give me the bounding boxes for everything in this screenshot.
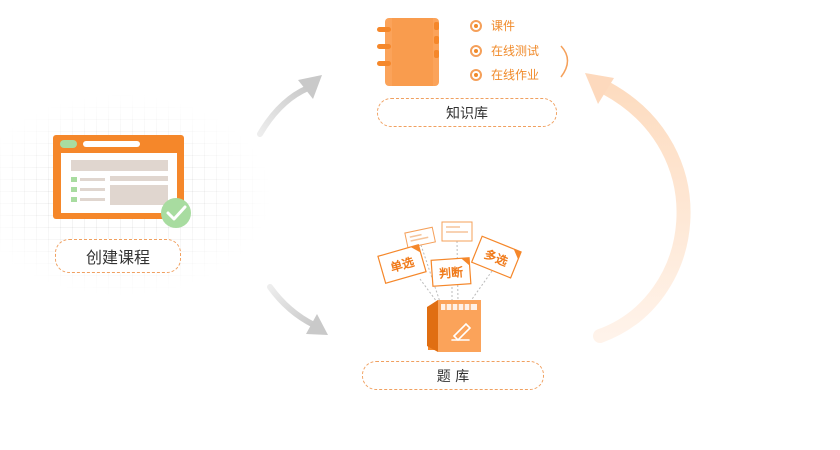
check-badge-icon — [161, 198, 191, 228]
question-bank-label: 题 库 — [362, 361, 544, 390]
bullet-icon — [470, 44, 482, 57]
bullet-icon — [470, 68, 482, 81]
card-label: 判断 — [439, 264, 464, 281]
kb-item-online-test: 在线测试 — [470, 42, 539, 59]
paper-note-icon — [441, 221, 473, 242]
card-label: 单选 — [389, 254, 416, 275]
arrow-to-knowledge-base — [257, 85, 311, 137]
card-multiple-choice: 多选 — [470, 235, 522, 279]
bracket-icon — [560, 45, 569, 78]
arrow-to-question-bank — [267, 284, 317, 328]
arrowhead-down-icon — [306, 314, 328, 335]
card-single-choice: 单选 — [377, 244, 427, 284]
arrow-bank-to-knowledge — [593, 81, 691, 343]
kb-item-label: 在线作业 — [491, 68, 540, 82]
paper-note-icon — [404, 226, 436, 249]
question-box-icon — [427, 300, 481, 352]
kb-item-label: 课件 — [491, 19, 516, 33]
arrowhead-up-icon — [298, 75, 322, 99]
arrowhead-peach-icon — [585, 73, 614, 104]
kb-item-courseware: 课件 — [470, 17, 515, 34]
pencil-icon — [451, 322, 472, 342]
kb-item-label: 在线测试 — [491, 44, 540, 58]
card-true-false: 判断 — [430, 257, 472, 287]
kb-item-online-homework: 在线作业 — [470, 66, 539, 83]
knowledge-base-label: 知识库 — [377, 98, 557, 127]
bullet-icon — [470, 19, 482, 32]
create-course-label: 创建课程 — [55, 239, 181, 273]
